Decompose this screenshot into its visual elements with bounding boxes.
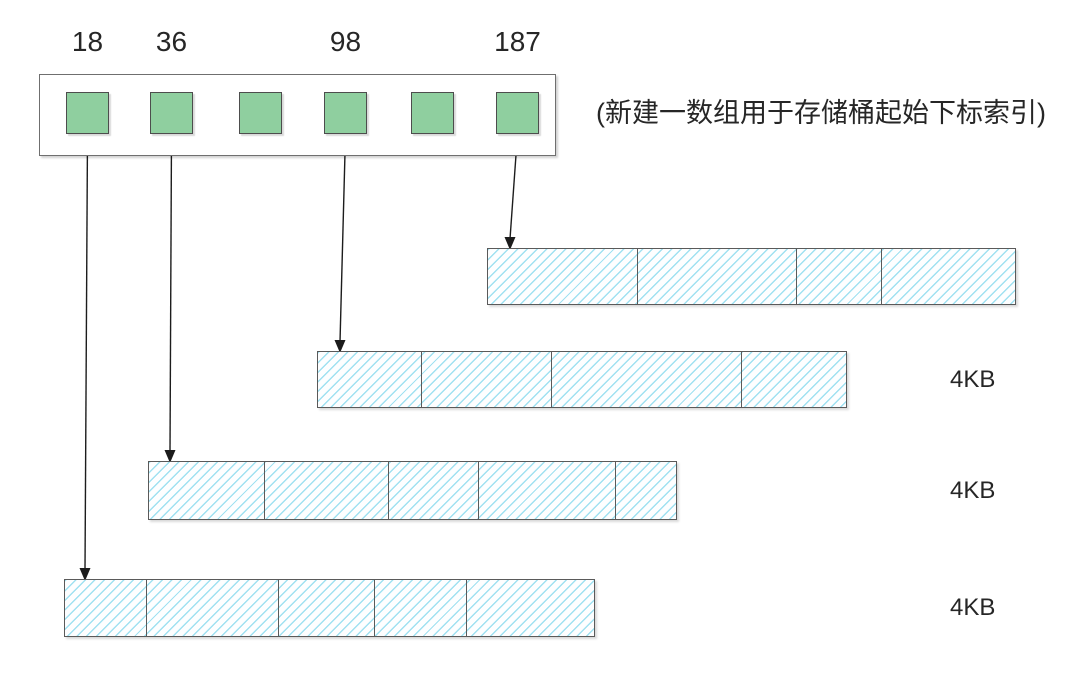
index-cell: [324, 92, 367, 134]
bucket-segment: [147, 580, 279, 636]
bucket-segment: [318, 352, 423, 407]
index-array-box: [39, 74, 556, 156]
index-cell: [411, 92, 454, 134]
bucket-segment: [488, 249, 638, 304]
index-cell: [66, 92, 109, 134]
bucket-segment: [479, 462, 616, 519]
index-cell: [239, 92, 282, 134]
bucket-row: [64, 579, 595, 637]
bucket-segment: [422, 352, 552, 407]
arrow-down-icon: [79, 133, 91, 581]
bucket-segment: [265, 462, 390, 519]
bucket-row: [148, 461, 677, 520]
bucket-segment: [616, 462, 676, 519]
bucket-segment: [279, 580, 375, 636]
size-label: 4KB: [950, 365, 996, 393]
bucket-segment: [149, 462, 265, 519]
bucket-segment: [882, 249, 1015, 304]
index-cell: [496, 92, 539, 134]
bucket-segment: [797, 249, 883, 304]
bucket-row: [317, 351, 847, 408]
bucket-segment: [638, 249, 798, 304]
index-label: 98: [329, 26, 362, 57]
size-label: 4KB: [950, 594, 996, 621]
arrow-down-icon: [334, 133, 347, 353]
index-label: 36: [155, 26, 188, 57]
bucket-segment: [467, 580, 594, 636]
bucket-segment: [742, 352, 846, 407]
index-label: 187: [494, 26, 541, 57]
bucket-segment: [65, 580, 148, 636]
bucket-segment: [389, 462, 480, 519]
array-note: (新建一数组用于存储桶起始下标索引): [596, 98, 1046, 128]
bucket-row: [487, 248, 1016, 305]
bucket-segment: [375, 580, 468, 636]
index-label: 18: [71, 26, 104, 57]
arrow-down-icon: [164, 133, 176, 463]
index-cell: [150, 92, 193, 134]
bucket-segment: [552, 352, 742, 407]
size-label: 4KB: [950, 476, 996, 504]
